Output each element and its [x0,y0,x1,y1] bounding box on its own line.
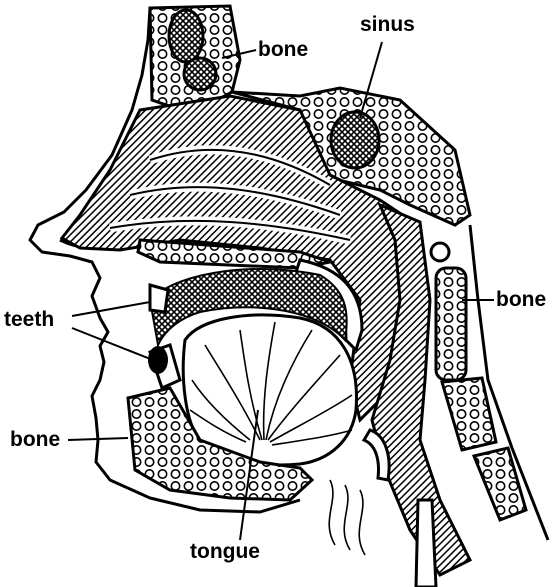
frontal-sinus-upper [169,10,203,62]
vertebra-3 [474,448,526,520]
leader-bone-jaw [68,438,128,440]
throat-wavy-lines [329,480,365,555]
sphenoid-sinus [331,112,379,168]
leader-teeth-lower [72,328,158,362]
upper-tooth [150,285,168,312]
spine-small-bone [431,243,449,261]
vertebra-2 [442,378,496,450]
label-bone-top: bone [258,38,308,61]
label-sinus: sinus [360,13,415,36]
label-bone-jaw: bone [10,428,60,451]
vertebra-1 [436,268,466,380]
label-bone-spine: bone [496,288,546,311]
label-tongue: tongue [190,540,260,563]
trachea [416,500,436,587]
label-teeth: teeth [4,308,54,331]
leader-teeth-upper [72,302,150,316]
frontal-sinus-lower [184,58,216,90]
